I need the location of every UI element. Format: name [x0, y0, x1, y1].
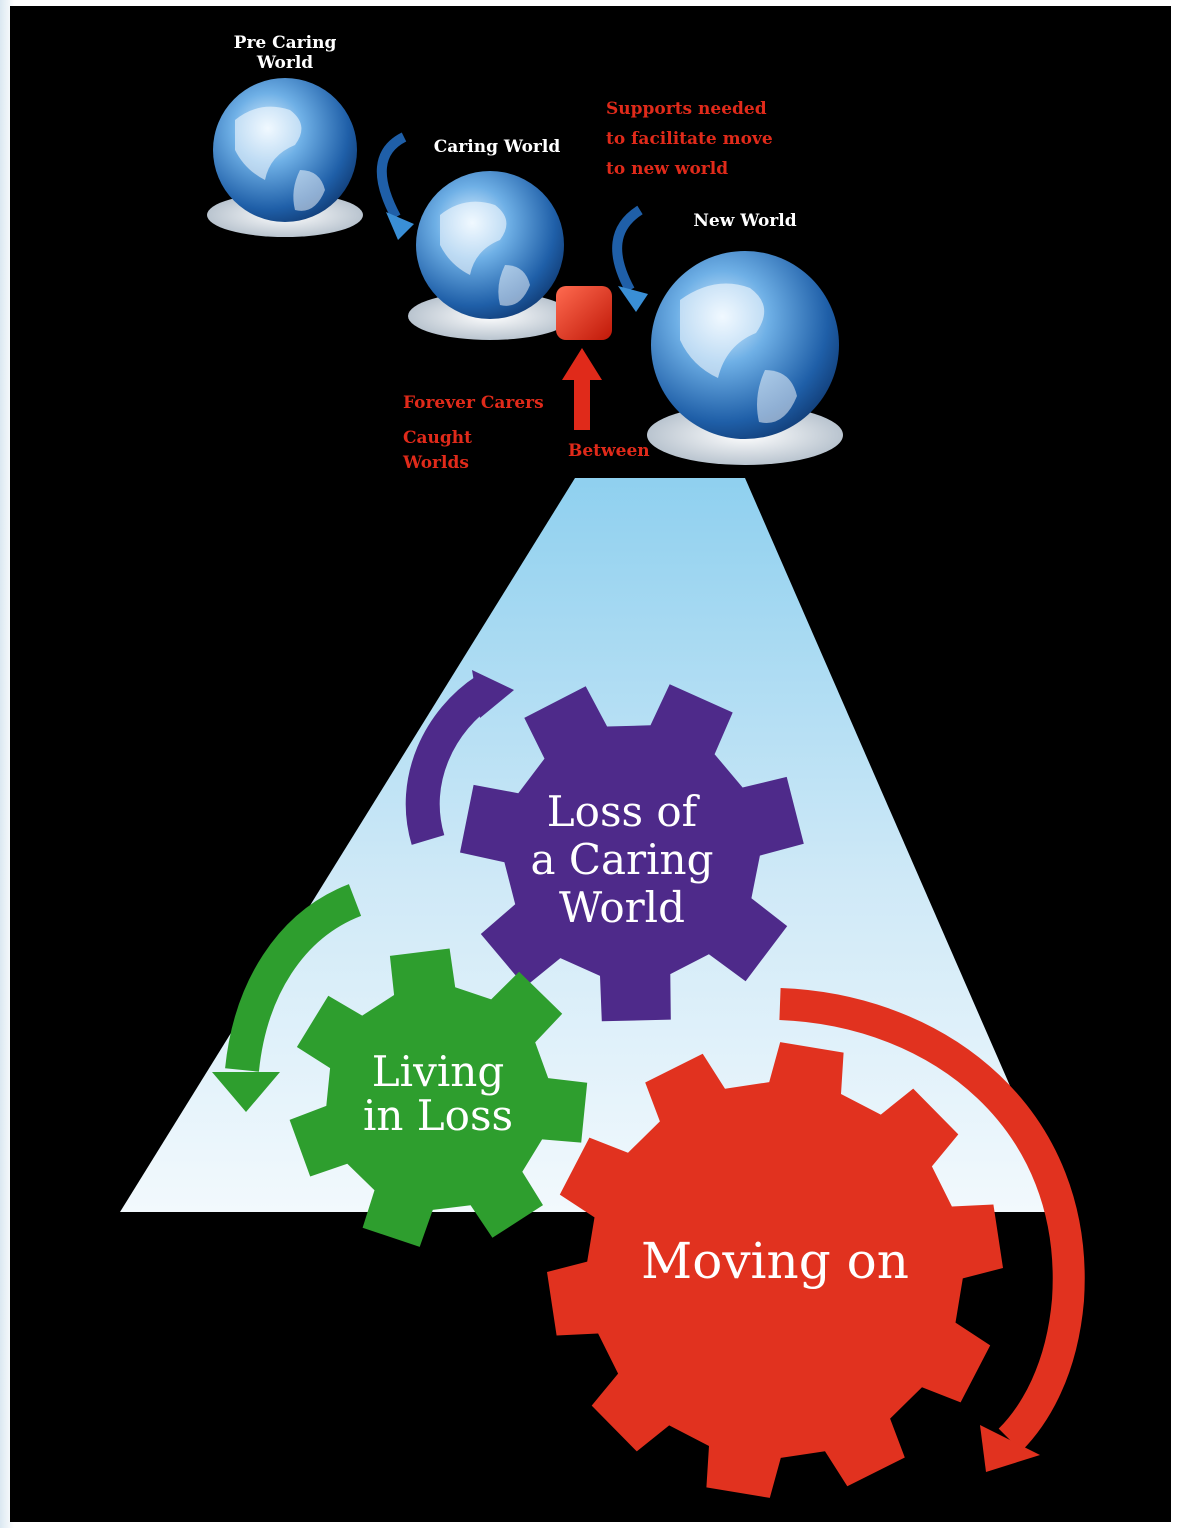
- gear-loss-line1: Loss of: [547, 787, 701, 836]
- between-arrow-head: [562, 348, 602, 380]
- globe-new: [647, 251, 843, 465]
- label-supports-line3: to new world: [606, 159, 728, 179]
- gear-living-in-loss: [289, 948, 588, 1247]
- label-supports-line1: Supports needed: [606, 99, 767, 119]
- arrow-green-head: [212, 1072, 280, 1112]
- gear-loss-line3: World: [559, 883, 685, 932]
- gear-living-line2: in Loss: [363, 1091, 513, 1140]
- arrow-pre-to-caring: [376, 132, 407, 220]
- arrow-red-head: [980, 1425, 1040, 1472]
- label-pre-caring-line2: World: [256, 53, 313, 73]
- label-between: Between: [568, 441, 650, 461]
- label-caring-world: Caring World: [434, 137, 561, 157]
- gear-moving-label: Moving on: [641, 1232, 909, 1290]
- arrow-pre-to-caring-head: [386, 212, 414, 240]
- arrow-caring-to-new-head: [618, 286, 648, 312]
- label-caught-line2: Worlds: [402, 453, 469, 473]
- between-box: [556, 286, 612, 340]
- arrow-red-curve: [779, 988, 1085, 1452]
- arrow-green-curve: [225, 884, 362, 1072]
- gear-loss-of-caring-world: [460, 684, 804, 1022]
- label-forever-carers: Forever Carers: [403, 393, 544, 413]
- gear-loss-line2: a Caring: [530, 835, 713, 884]
- label-caught-line1: Caught: [403, 428, 472, 448]
- globe-pre-caring: [207, 78, 363, 237]
- arrow-purple-curve: [405, 675, 496, 845]
- gear-living-line1: Living: [372, 1047, 504, 1096]
- arrow-caring-to-new: [612, 205, 643, 293]
- label-supports-line2: to facilitate move: [606, 129, 773, 149]
- label-new-world: New World: [693, 211, 796, 231]
- globe-caring: [408, 171, 572, 340]
- gear-moving-on: [547, 1042, 1003, 1498]
- between-arrow-shaft: [574, 378, 590, 430]
- label-pre-caring-line1: Pre Caring: [234, 33, 337, 53]
- arrow-purple-head: [472, 670, 514, 718]
